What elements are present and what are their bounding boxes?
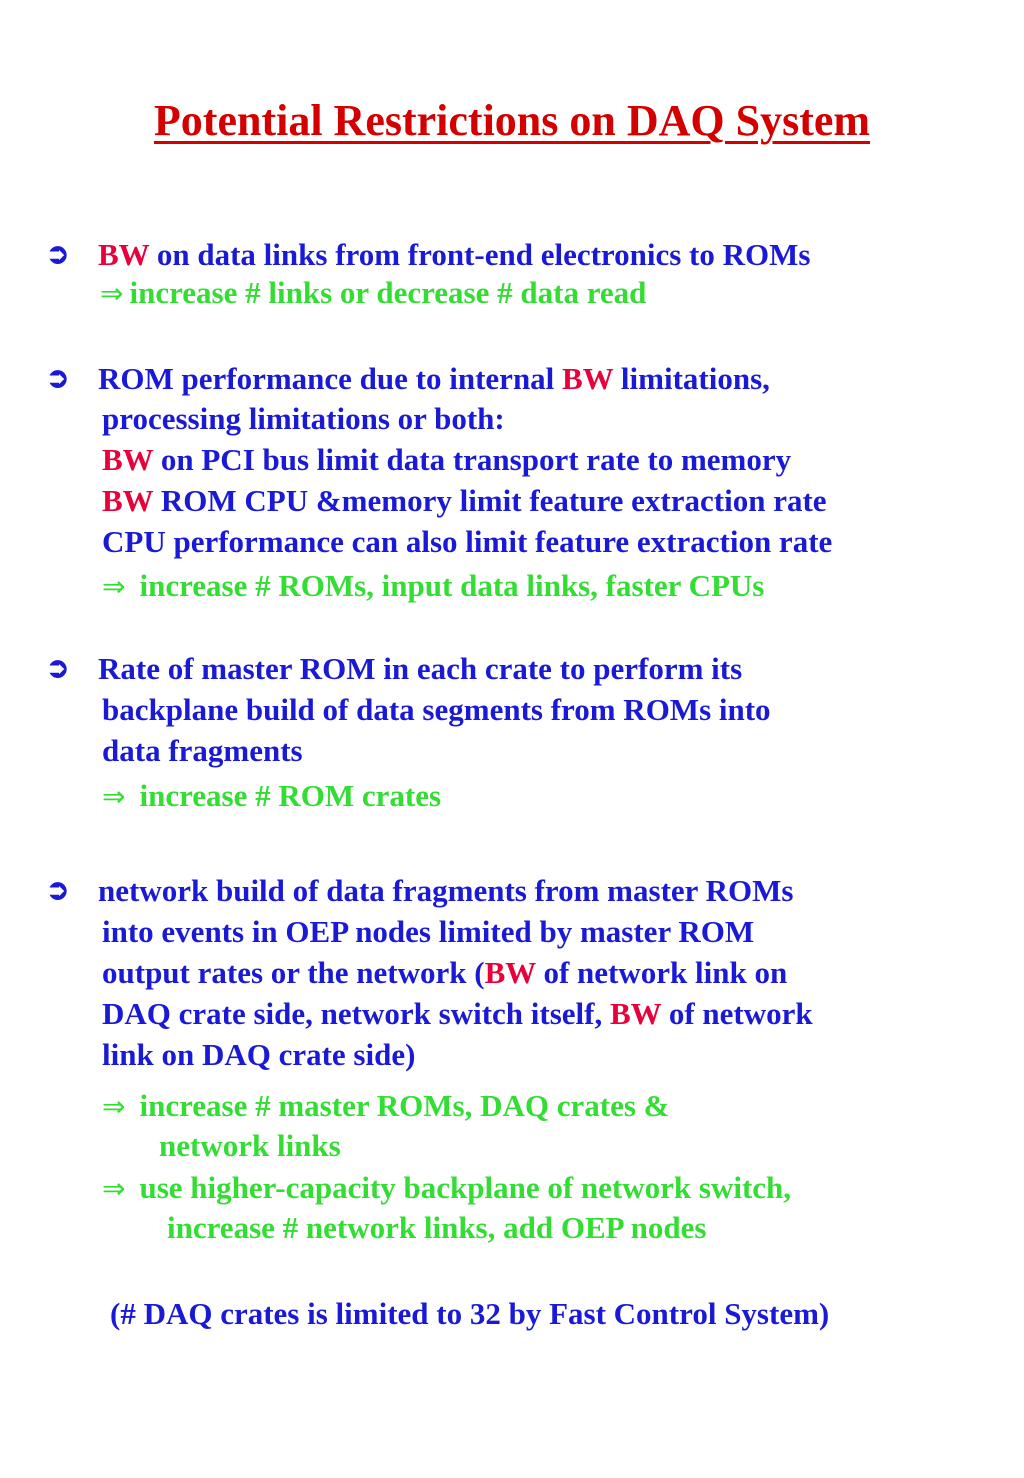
line-text: on data links from front-end electronics… (149, 237, 811, 272)
section-3-line-3: data fragments (102, 732, 303, 770)
section-2-line-5: CPU performance can also limit feature e… (102, 523, 832, 561)
footnote: (# DAQ crates is limited to 32 by Fast C… (110, 1296, 830, 1331)
action-text: use higher-capacity backplane of network… (139, 1170, 792, 1205)
section-2-line-2: processing limitations or both: (102, 400, 505, 438)
line-text: of network (661, 996, 813, 1031)
line-text: into events in OEP nodes limited by mast… (102, 914, 755, 949)
bw-highlight: BW (484, 955, 536, 990)
line-text: of network link on (535, 955, 788, 990)
line-text: ROM CPU &memory limit feature extraction… (153, 483, 827, 518)
section-4-action-1-cont: network links (159, 1127, 341, 1165)
section-3-line-2: backplane build of data segments from RO… (102, 691, 771, 729)
bw-highlight: BW (98, 237, 150, 272)
action-text: increase # ROM crates (139, 778, 442, 813)
section-1-action-1: ⇒increase # links or decrease # data rea… (100, 274, 646, 313)
section-4-line-5: link on DAQ crate side) (102, 1036, 415, 1074)
line-text: backplane build of data segments from RO… (102, 692, 771, 727)
action-text: increase # ROMs, input data links, faste… (139, 568, 765, 603)
line-text: processing limitations or both: (102, 401, 505, 436)
bullet-1-icon: ➲ (46, 239, 70, 270)
section-2-line-4: BW ROM CPU &memory limit feature extract… (102, 482, 827, 520)
bullet-4-icon: ➲ (46, 875, 70, 906)
bw-highlight: BW (102, 442, 154, 477)
line-text: data fragments (102, 733, 303, 768)
line-text: limitations, (613, 361, 770, 396)
line-text: on PCI bus limit data transport rate to … (153, 442, 792, 477)
section-4-line-1: network build of data fragments from mas… (98, 872, 793, 910)
bw-highlight: BW (562, 361, 614, 396)
section-2-line-1: ROM performance due to internal BW limit… (98, 360, 770, 398)
line-text: link on DAQ crate side) (102, 1037, 416, 1072)
action-text: increase # links or decrease # data read (129, 275, 647, 310)
section-4-action-1: ⇒ increase # master ROMs, DAQ crates & (102, 1087, 669, 1126)
action-text: increase # network links, add OEP nodes (167, 1210, 707, 1245)
action-text: network links (159, 1128, 341, 1163)
bullet-3-icon: ➲ (46, 653, 70, 684)
section-3-line-1: Rate of master ROM in each crate to perf… (98, 650, 742, 688)
section-2-action-1: ⇒ increase # ROMs, input data links, fast… (102, 567, 764, 606)
section-2-line-3: BW on PCI bus limit data transport rate … (102, 441, 791, 479)
bullet-2-icon: ➲ (46, 363, 70, 394)
section-4-action-2: ⇒ use higher-capacity backplane of networ… (102, 1169, 791, 1208)
bw-highlight: BW (102, 483, 154, 518)
implies-arrow-icon: ⇒ (102, 1172, 126, 1205)
implies-arrow-icon: ⇒ (102, 1090, 126, 1123)
implies-arrow-icon: ⇒ (102, 780, 126, 813)
line-prefix: ROM performance due to internal (98, 361, 563, 396)
section-1-line-1: BW on data links from front-end electron… (98, 236, 810, 274)
section-4-line-3: output rates or the network (BW of netwo… (102, 954, 787, 992)
line-prefix: DAQ crate side, network switch itself, (102, 996, 610, 1031)
section-4-action-2-cont: increase # network links, add OEP nodes (167, 1209, 706, 1247)
line-text: network build of data fragments from mas… (98, 873, 794, 908)
section-3-action-1: ⇒ increase # ROM crates (102, 777, 441, 816)
implies-arrow-icon: ⇒ (100, 277, 124, 310)
line-prefix: output rates or the network ( (102, 955, 485, 990)
line-text: CPU performance can also limit feature e… (102, 524, 833, 559)
section-4-line-2: into events in OEP nodes limited by mast… (102, 913, 754, 951)
implies-arrow-icon: ⇒ (102, 570, 126, 603)
bw-highlight: BW (609, 996, 662, 1031)
page-title: Potential Restrictions on DAQ System (153, 96, 871, 145)
section-4-line-4: DAQ crate side, network switch itself, B… (102, 995, 813, 1033)
line-text: Rate of master ROM in each crate to perf… (98, 651, 743, 686)
action-text: increase # master ROMs, DAQ crates & (139, 1088, 670, 1123)
